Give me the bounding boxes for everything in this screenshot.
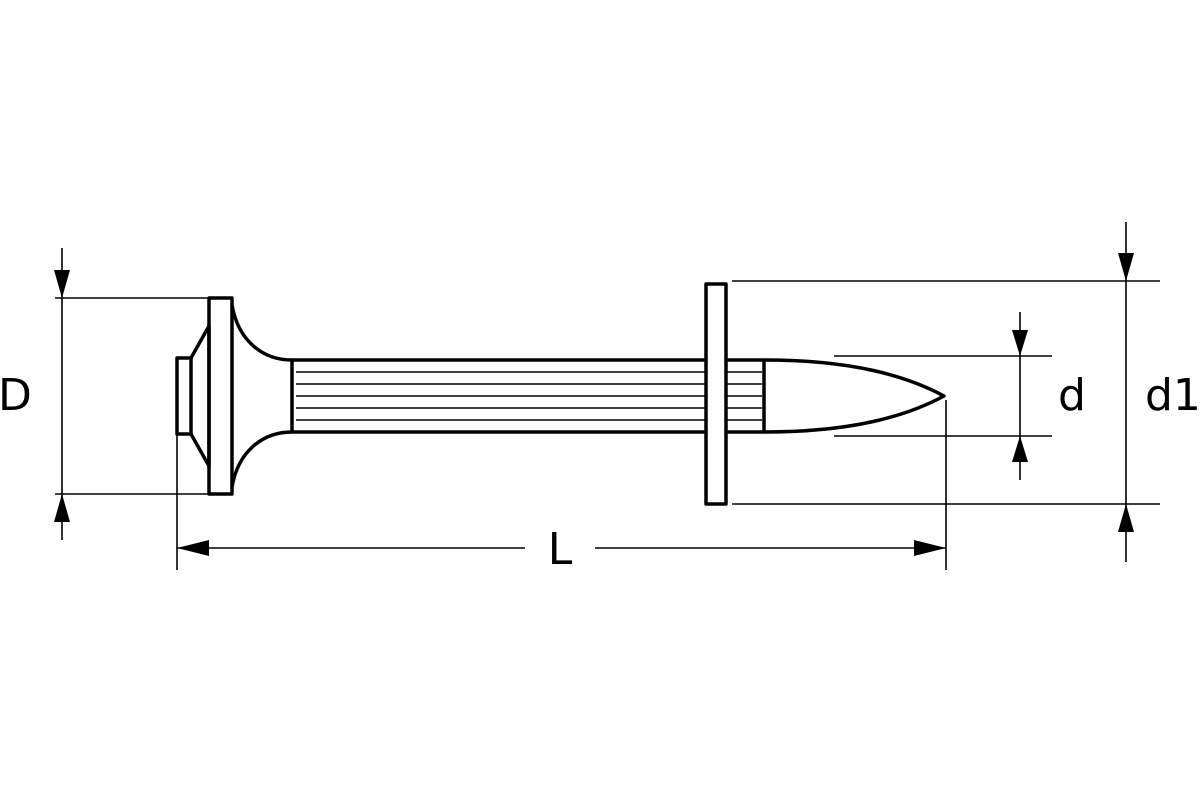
arrow-up-icon [1118, 504, 1134, 532]
dimension-d1-washer: d1 [732, 222, 1200, 562]
nail-tip [726, 358, 946, 434]
washer [704, 282, 728, 506]
arrow-up-icon [1012, 436, 1028, 462]
arrow-down-icon [54, 270, 70, 298]
label-d1: d1 [1145, 370, 1200, 421]
dimension-length: L [176, 400, 947, 575]
arrow-up-icon [54, 494, 70, 522]
arrow-down-icon [1012, 330, 1028, 356]
grooved-shank [292, 358, 706, 434]
arrow-left-icon [177, 540, 209, 556]
label-L: L [548, 524, 573, 575]
label-D: D [0, 370, 32, 421]
arrow-right-icon [914, 540, 946, 556]
arrow-down-icon [1118, 253, 1134, 281]
label-d: d [1058, 370, 1086, 421]
dimension-d-shank: d [834, 312, 1086, 480]
nail-head [175, 296, 294, 496]
dimension-d-head: D [0, 248, 209, 540]
